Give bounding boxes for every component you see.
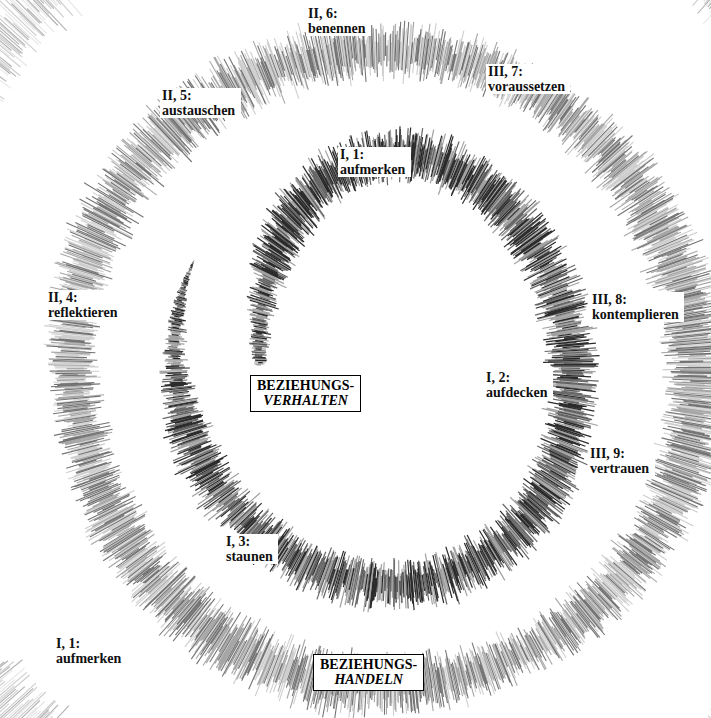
box-text: HANDELN: [320, 672, 417, 687]
box-text: VERHALTEN: [257, 393, 354, 408]
inner-spiral-turn: [160, 128, 599, 608]
stage-label: I, 1: aufmerken: [338, 147, 411, 177]
stage-label: I, 1: aufmerken: [54, 636, 127, 666]
stage-label: I, 2: aufdecken: [484, 370, 553, 400]
box-text: BEZIEHUNGS-: [320, 657, 417, 672]
stage-label: I, 3: staunen: [224, 534, 278, 564]
stage-label: III, 9: vertrauen: [588, 446, 655, 476]
stage-label: III, 7: voraussetzen: [486, 64, 570, 94]
stage-label: II, 6: benennen: [306, 6, 371, 36]
inner-spiral-turn: [161, 126, 600, 610]
middle-spiral-turn: [46, 21, 711, 718]
concept-box: BEZIEHUNGS-HANDELN: [313, 654, 424, 691]
box-text: BEZIEHUNGS-: [257, 378, 354, 393]
stage-label: II, 4: reflektieren: [46, 290, 123, 320]
concept-box: BEZIEHUNGS-VERHALTEN: [250, 375, 361, 412]
stage-label: II, 5: austauschen: [160, 88, 241, 118]
stage-label: III, 8: kontemplieren: [590, 292, 684, 322]
